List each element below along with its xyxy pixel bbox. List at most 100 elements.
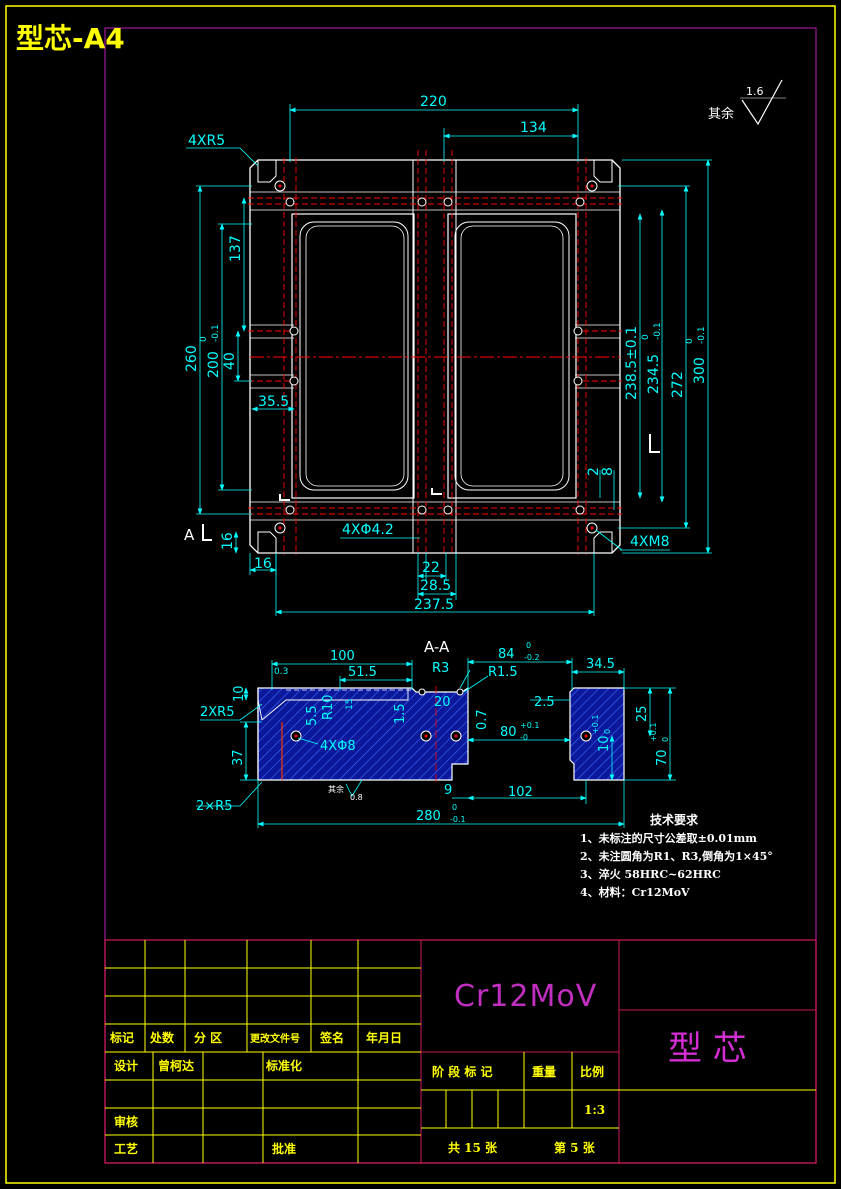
dim-8: 8: [600, 467, 616, 476]
right-pocket: [447, 213, 577, 499]
sheet-title: 型芯-A4: [16, 22, 125, 55]
section-roughness-value: 0.8: [350, 793, 363, 802]
tb-design-label: 设计: [114, 1058, 138, 1073]
dim-234-5: 234.5: [646, 354, 662, 394]
sec-dim-84-tol-top: 0: [526, 641, 531, 650]
surface-finish-label: 其余: [708, 106, 734, 122]
plan-view: 220 134 4XR5 137 260 200 0 -0.1 40 35.5 …: [184, 94, 712, 616]
sec-dim-2xr5-bottom: 2×R5: [196, 799, 232, 814]
tb-process-label: 工艺: [114, 1141, 138, 1156]
sec-dim-102: 102: [508, 785, 533, 800]
tb-sheets-total: 共 15 张: [448, 1140, 498, 1155]
tb-stage-label: 阶 段 标 记: [432, 1064, 493, 1079]
sec-dim-10-tol-bot: 0: [603, 729, 612, 734]
surface-finish-value: 1.6: [746, 85, 764, 98]
dim-2: 2: [586, 467, 602, 476]
dim-4xm8: 4XM8: [630, 534, 669, 550]
sec-dim-84: 84: [498, 647, 515, 662]
dim-35-5: 35.5: [258, 394, 289, 410]
left-pocket: [291, 213, 415, 499]
surface-finish-symbol: 其余 1.6: [708, 79, 786, 126]
outer-frame: [5, 5, 836, 1184]
dim-22: 22: [422, 560, 440, 576]
sec-dim-80-tol-bot: -0: [520, 733, 528, 742]
dim-220: 220: [420, 94, 447, 110]
sec-dim-100: 100: [330, 649, 355, 664]
dim-234-tol-top: 0: [641, 334, 651, 340]
dim-4xr5: 4XR5: [188, 133, 225, 149]
tb-part-name: 型 芯: [668, 1029, 747, 1069]
dim-260: 260: [184, 345, 200, 372]
sec-dim-0-7: 0.7: [475, 709, 490, 730]
sec-dim-80-tol-top: +0.1: [520, 721, 539, 730]
dim-16-h: 16: [254, 556, 272, 572]
dim-234-tol-bot: -0.1: [653, 322, 663, 340]
requirement-item: 3、淬火 58HRC~62HRC: [580, 867, 721, 881]
tb-standardize-label: 标准化: [265, 1058, 302, 1073]
sec-dim-9: 9: [444, 783, 452, 798]
sec-dim-280-tol-bot: -0.1: [450, 815, 466, 824]
tb-header-mark: 标记: [109, 1030, 134, 1045]
dim-200: 200: [206, 351, 222, 378]
dim-200-tol-bot: -0.1: [211, 324, 221, 342]
sec-dim-2xr5-top: 2XR5: [200, 705, 234, 720]
section-roughness-label: 其余: [328, 784, 344, 794]
sec-dim-holes-8: 4XΦ8: [320, 739, 356, 754]
section-title: A-A: [424, 638, 450, 656]
dim-134: 134: [520, 120, 547, 136]
sec-dim-34-5: 34.5: [586, 657, 615, 672]
dim-300: 300: [692, 357, 708, 384]
tb-weight-label: 重量: [532, 1064, 556, 1079]
dim-238-5: 238.5±0.1: [624, 326, 640, 400]
sec-dim-84-tol-bot: -0.2: [524, 653, 540, 662]
requirements-heading: 技术要求: [650, 812, 699, 827]
requirement-item: 4、材料：Cr12MoV: [580, 885, 690, 899]
sec-dim-5-5: 5.5: [305, 705, 320, 726]
sec-dim-1-5: 1.5: [393, 703, 408, 724]
sec-dim-2-5: 2.5: [534, 695, 555, 710]
sec-dim-r1-5: R1.5: [488, 665, 518, 680]
tb-material: Cr12MoV: [454, 979, 597, 1014]
dim-237-5: 237.5: [414, 597, 454, 613]
sec-dim-r10: R10: [321, 694, 336, 720]
sec-dim-51-5: 51.5: [348, 665, 377, 680]
dim-300-tol-bot: -0.1: [697, 326, 707, 344]
technical-requirements: 技术要求 1、未标注的尺寸公差取±0.01mm 2、未注圆角为R1、R3,倒角为…: [580, 812, 773, 899]
sec-dim-10: 10: [232, 685, 247, 702]
dim-200-tol-top: 0: [199, 336, 209, 342]
dim-137: 137: [228, 235, 244, 262]
sec-dim-280: 280: [416, 809, 441, 824]
tb-header-zone: 分 区: [194, 1030, 222, 1045]
sec-dim-10-v: 10: [597, 735, 612, 752]
sec-dim-70: 70: [655, 749, 670, 766]
dim-300-tol-top: 0: [685, 338, 695, 344]
tb-header-signature: 签名: [319, 1030, 344, 1045]
sec-dim-20: 20: [434, 695, 451, 710]
tb-sheet-number: 第 5 张: [554, 1140, 596, 1155]
title-block: 标记 处数 分 区 更改文件号 签名 年月日 设计 曾柯达 标准化 审核 工艺 …: [104, 939, 817, 1164]
sec-dim-37: 37: [231, 749, 246, 766]
dim-16-v: 16: [220, 532, 236, 550]
dim-272: 272: [670, 371, 686, 398]
section-mark-a: A: [184, 526, 195, 544]
tb-scale-label: 比例: [580, 1064, 604, 1079]
tb-header-count: 处数: [149, 1030, 175, 1045]
tb-header-date: 年月日: [366, 1030, 402, 1045]
sec-dim-15: 15: [345, 699, 355, 710]
sec-dim-80: 80: [500, 725, 517, 740]
sec-dim-r3: R3: [432, 661, 449, 676]
tb-review-label: 审核: [114, 1114, 138, 1129]
sec-dim-0-3: 0.3: [274, 667, 288, 677]
section-roughness-symbol: 其余 0.8: [328, 779, 363, 802]
sec-dim-70-tol-bot: 0: [661, 737, 670, 742]
section-view: A-A: [196, 638, 676, 828]
sec-dim-70-tol-top: +0.1: [649, 723, 658, 742]
section-body-left: [257, 686, 469, 781]
dim-holes-4-2: 4XΦ4.2: [342, 522, 394, 538]
tb-approve-label: 批准: [272, 1141, 296, 1156]
requirement-item: 2、未注圆角为R1、R3,倒角为1×45°: [580, 849, 773, 863]
tb-scale-value: 1:3: [584, 1103, 605, 1117]
dim-40: 40: [222, 352, 238, 370]
dim-28-5: 28.5: [420, 578, 451, 594]
